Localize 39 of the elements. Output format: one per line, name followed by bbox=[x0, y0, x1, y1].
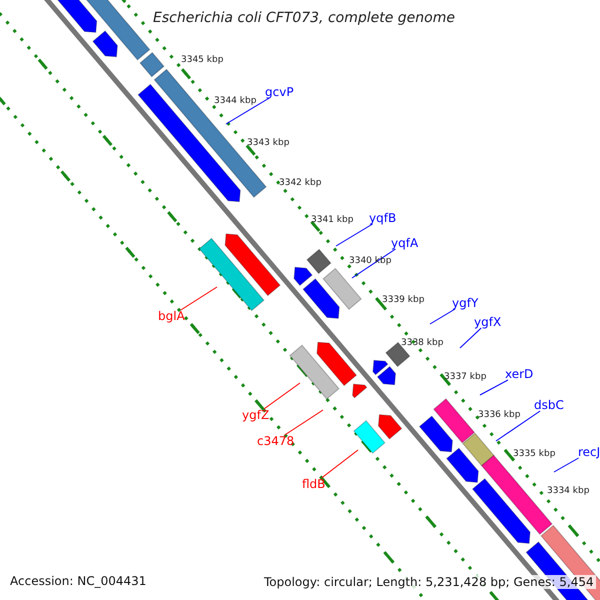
leader-line bbox=[180, 286, 218, 310]
scale-label: 3336 kbp bbox=[478, 411, 520, 420]
gene-label: dsbC bbox=[534, 399, 564, 411]
leader-line bbox=[496, 410, 541, 442]
gene-label: gcvP bbox=[265, 86, 294, 98]
scale-label: 3342 kbp bbox=[279, 179, 322, 188]
scale-label: 3340 kbp bbox=[349, 257, 392, 266]
gene-label: ygfY bbox=[452, 297, 478, 309]
gene-label: xerD bbox=[505, 368, 534, 380]
leader-line bbox=[554, 458, 580, 472]
title: Escherichia coli CFT073, complete genome bbox=[153, 11, 455, 25]
gene-label: recJ bbox=[578, 446, 600, 458]
leader-line bbox=[336, 224, 374, 246]
gene-label: bglA bbox=[158, 310, 185, 322]
leader-line bbox=[263, 382, 300, 410]
gene-label: yqfB bbox=[369, 212, 396, 224]
scale-label: 3345 kbp bbox=[181, 56, 224, 65]
scale-label: 3338 kbp bbox=[401, 339, 444, 348]
leader-line bbox=[460, 328, 482, 348]
gene-label: ygfZ bbox=[242, 409, 270, 421]
gene-label: c3478 bbox=[257, 435, 294, 447]
scale-label: 3341 kbp bbox=[311, 216, 354, 225]
scale-label: 3337 kbp bbox=[444, 373, 486, 382]
scale-label: 3335 kbp bbox=[513, 450, 556, 459]
scale-label: 3344 kbp bbox=[214, 97, 256, 106]
accession-label: Accession: NC_004431 bbox=[10, 575, 146, 587]
leader-line bbox=[480, 380, 508, 396]
genome-summary: Topology: circular; Length: 5,231,428 bp; Genes: 5,454 bbox=[262, 575, 596, 589]
scale-label: 3343 kbp bbox=[247, 139, 290, 148]
leader-line bbox=[284, 410, 324, 436]
leader-line bbox=[226, 98, 270, 124]
gene-label: fldB bbox=[302, 478, 326, 490]
scale-label: 3334 kbp bbox=[547, 487, 590, 496]
leader-line bbox=[352, 248, 396, 278]
scale-label: 3339 kbp bbox=[382, 296, 424, 305]
leader-line bbox=[321, 450, 358, 478]
leader-line bbox=[430, 308, 456, 324]
gene-label: ygfX bbox=[474, 316, 502, 328]
gene-label: yqfA bbox=[391, 237, 418, 249]
